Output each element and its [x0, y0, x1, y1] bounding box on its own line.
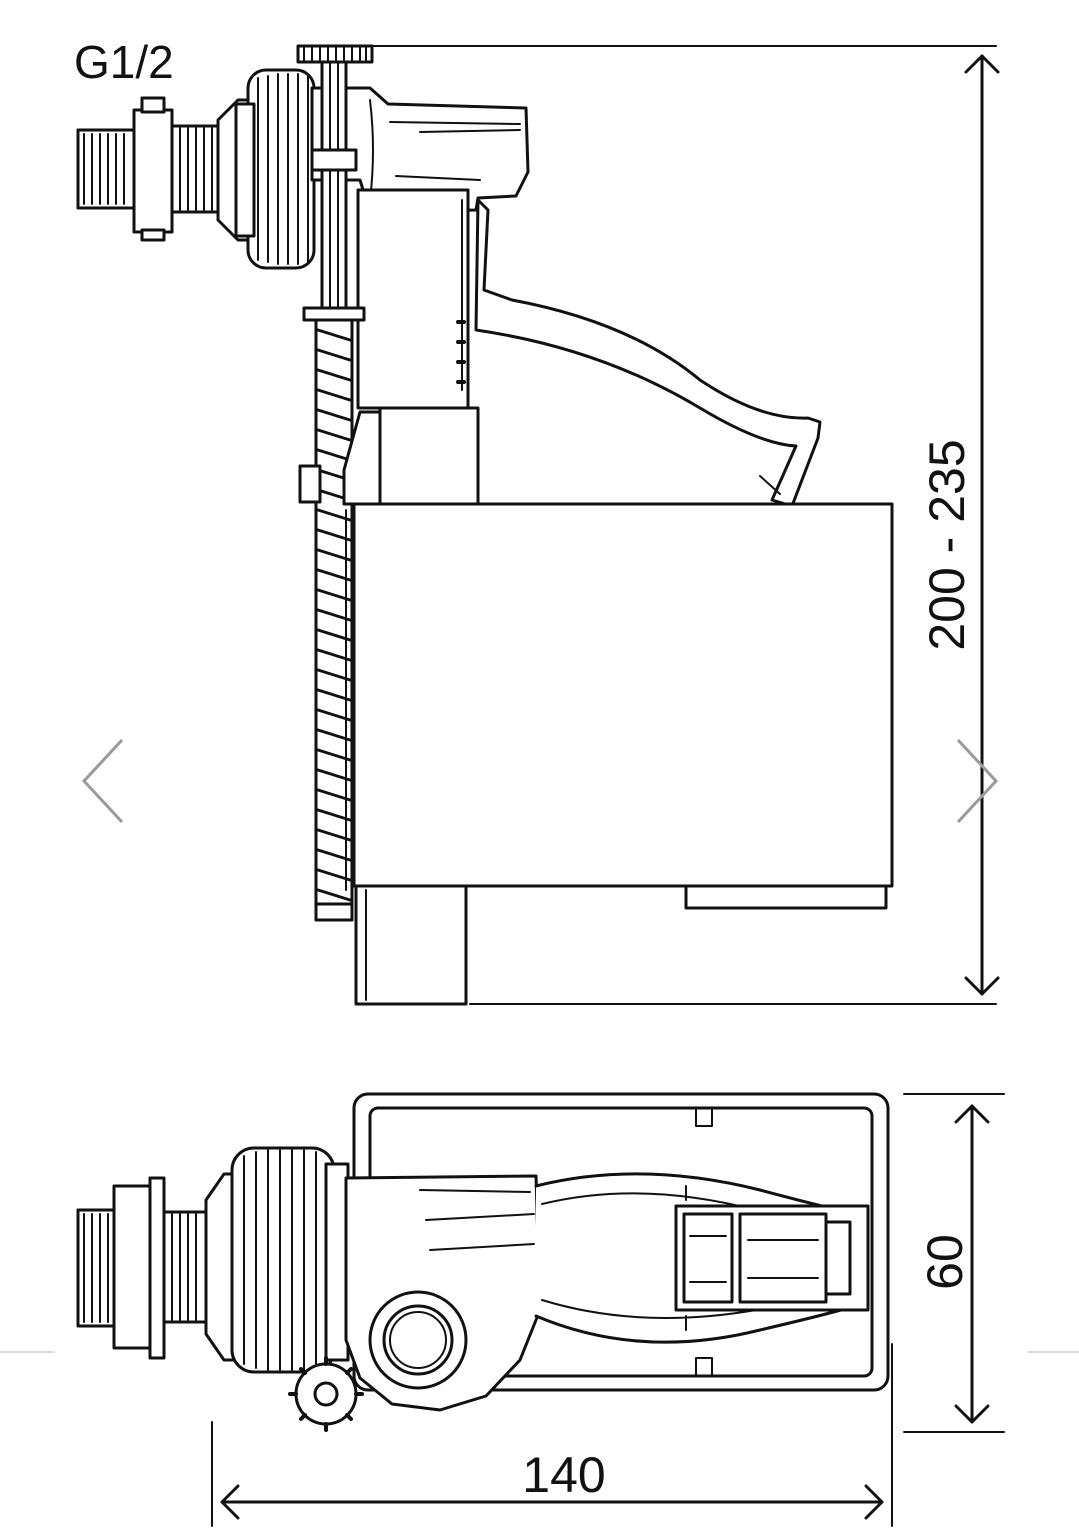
side-view — [76, 44, 1000, 1006]
height-dimension-label: 200 - 235 — [919, 439, 975, 650]
next-image-button[interactable] — [948, 726, 1008, 836]
float-box — [345, 502, 894, 1006]
lever-arm-top — [534, 1172, 870, 1344]
lever-arm — [474, 198, 822, 508]
float-collar — [298, 406, 480, 506]
top-view — [0, 1092, 1079, 1527]
width-dimension-label: 140 — [522, 1447, 605, 1503]
inlet-fitting — [76, 96, 252, 242]
height-dimension-line — [371, 45, 1000, 1005]
knurled-nut-top — [230, 1146, 350, 1374]
width-dimension-line — [211, 1343, 893, 1527]
depth-dimension-line — [903, 1093, 1005, 1433]
thread-label: G1/2 — [74, 36, 174, 88]
guide-column — [356, 188, 470, 410]
knurled-nut — [234, 68, 316, 270]
valve-body-top — [344, 1174, 542, 1412]
chevron-left-icon — [81, 738, 124, 824]
adjustment-knob-top — [288, 1356, 364, 1432]
depth-dimension-label: 60 — [917, 1234, 973, 1290]
chevron-right-icon — [956, 738, 999, 824]
inlet-fitting-top — [76, 1172, 236, 1362]
previous-image-button[interactable] — [72, 726, 132, 836]
